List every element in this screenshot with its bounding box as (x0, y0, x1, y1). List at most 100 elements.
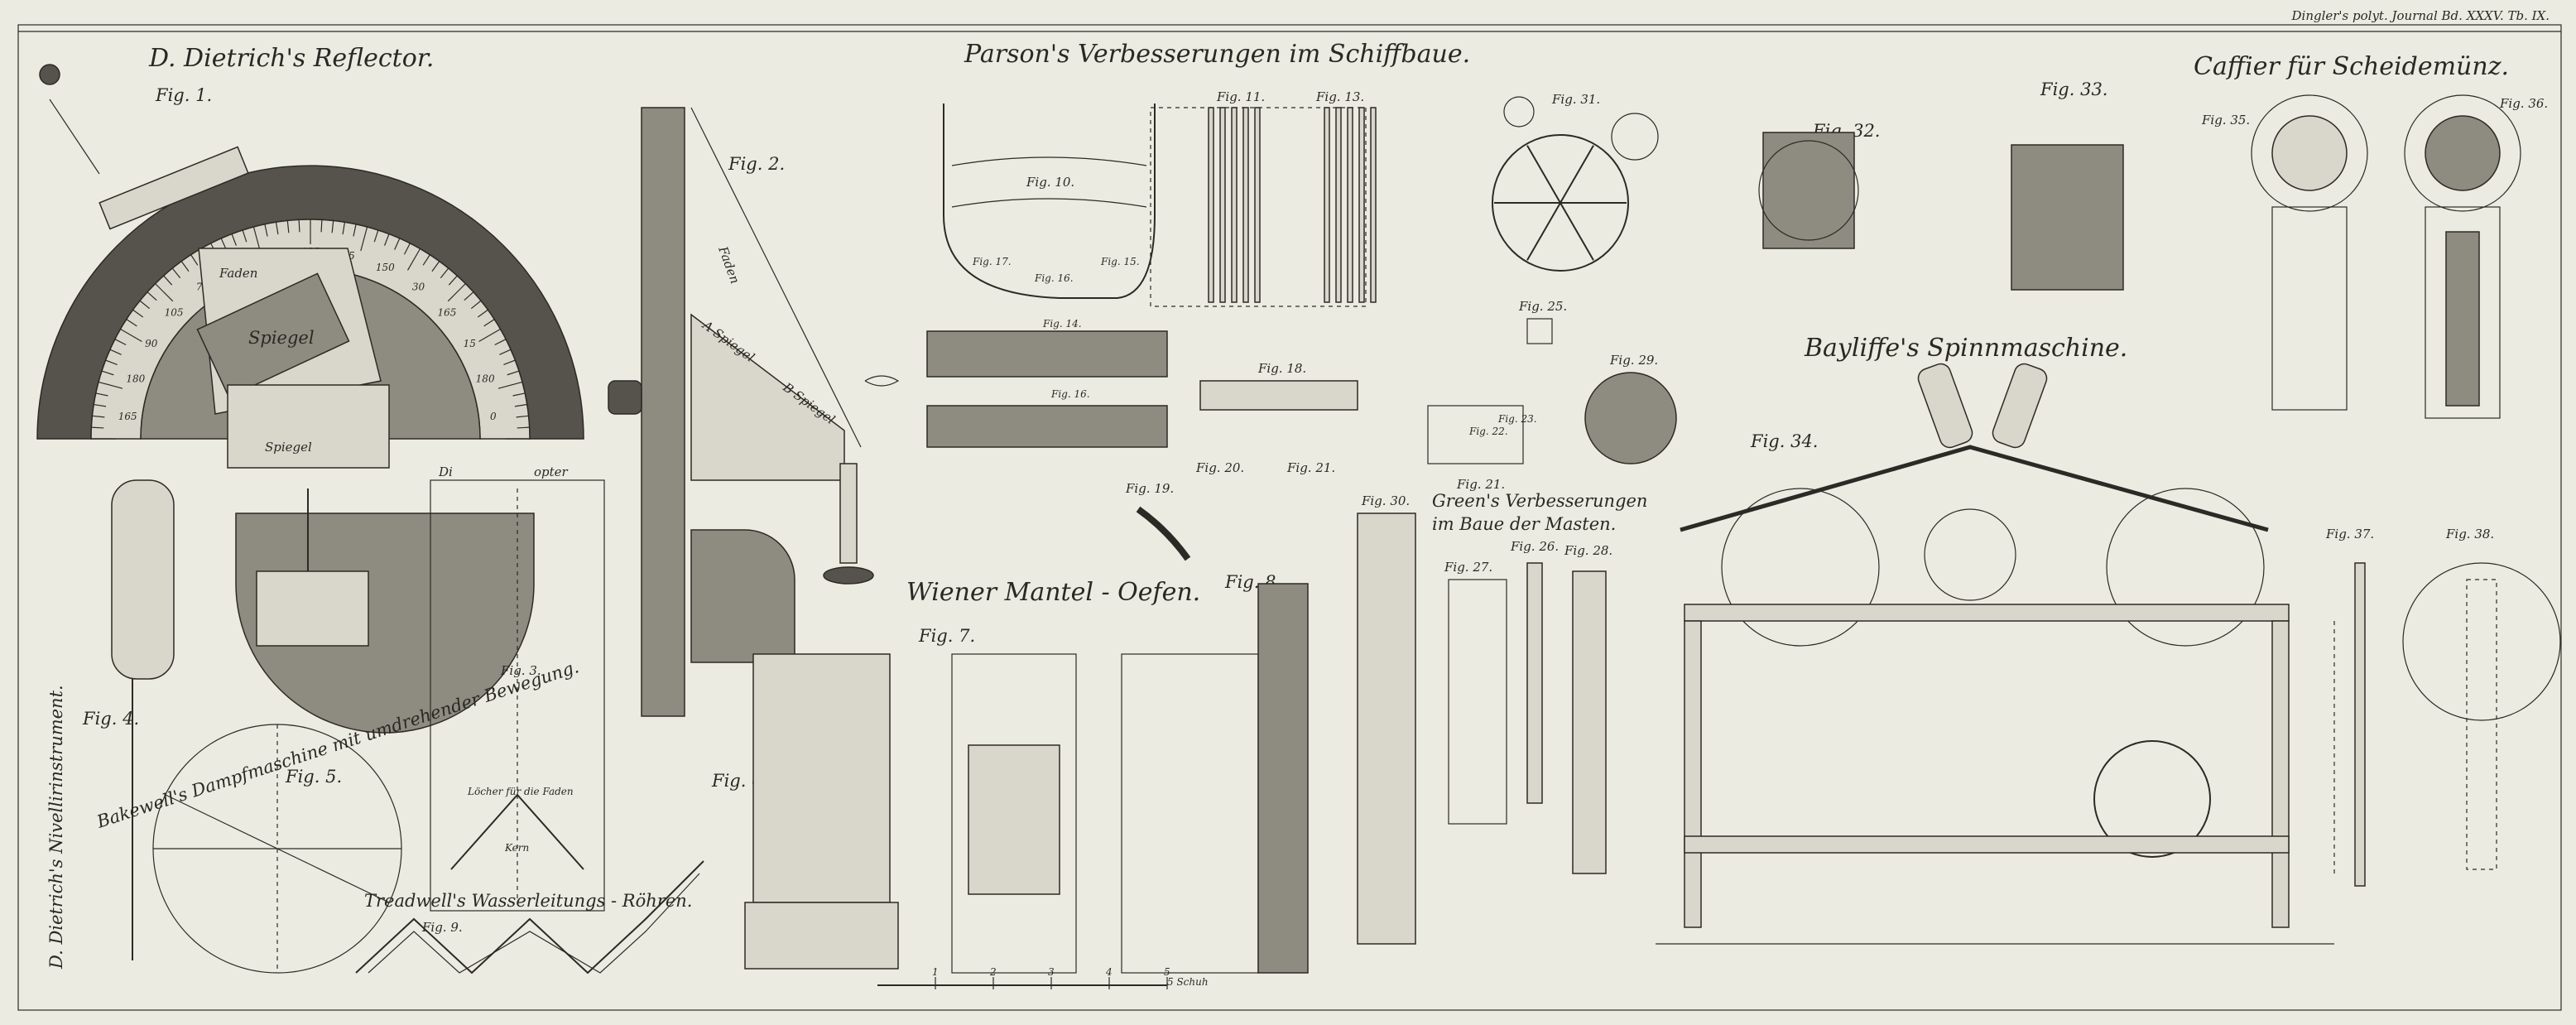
arc-tick (373, 229, 379, 243)
arc-number: 30 (412, 281, 425, 292)
label-locher: Löcher für die Faden (467, 786, 574, 797)
arc-tick (163, 275, 173, 286)
scale-tick-label: 1 (932, 966, 939, 978)
fig36-tube (2425, 206, 2501, 419)
arc-tick (147, 291, 157, 301)
label-fig7: Fig. 7. (918, 626, 975, 646)
bayliffe-base-beam (1684, 835, 2290, 854)
fig32-machine (1762, 132, 1855, 249)
label-fig21b: Fig. 21. (1456, 477, 1505, 492)
bayliffe-left-wheel (1721, 488, 1880, 647)
arc-tick (298, 219, 300, 233)
arc-tick (109, 349, 122, 355)
wheel-spoke (1560, 145, 1594, 204)
label-fig34: Fig. 34. (1750, 431, 1818, 451)
title-wiener: Wiener Mantel - Oefen. (906, 578, 1200, 607)
title-bayliffe: Bayliffe's Spinnmaschine. (1804, 334, 2127, 363)
label-fig15: Fig. 15. (1100, 256, 1140, 267)
hull-deck-2 (951, 198, 1147, 208)
label-fig16a: Fig. 16. (1034, 272, 1074, 284)
arc-tick (264, 224, 268, 237)
arc-tick (494, 339, 507, 346)
scale-tick-label: 5 (1164, 966, 1170, 978)
fig25-block (1526, 318, 1553, 344)
tree-sight-icon (39, 64, 60, 85)
label-diopter-right: opter (534, 464, 569, 479)
label-faden-1: Faden (219, 266, 257, 281)
arc-tick (477, 309, 488, 318)
arc-tick (516, 415, 529, 418)
label-fig14: Fig. 14. (1042, 318, 1082, 330)
wheel-spoke (1526, 145, 1561, 204)
frame-rib (1370, 107, 1377, 303)
arc-number: 165 (118, 411, 137, 422)
label-fig1: Fig. 1. (155, 85, 212, 105)
title-dietrich-level: D. Dietrich's Nivellirinstrument. (46, 685, 66, 970)
arc-tick (331, 220, 334, 233)
label-fig9: Fig. 9. (421, 920, 463, 935)
frame-ribs (1208, 107, 1377, 303)
arc-tick (105, 359, 118, 365)
mast-fig27 (1448, 579, 1507, 825)
arc-number: 180 (126, 373, 145, 384)
frame-rib (1347, 107, 1353, 303)
fig38-guide (2466, 579, 2497, 870)
fig2-bracket (690, 529, 795, 663)
fig36-dial (2404, 94, 2521, 212)
label-fig27: Fig. 27. (1444, 560, 1492, 575)
arc-tick (342, 222, 346, 235)
arc-tick (470, 300, 482, 310)
bayliffe-flywheel (2093, 740, 2211, 858)
arc-tick (394, 238, 401, 250)
arc-tick (242, 229, 248, 243)
arc-number: 180 (476, 373, 495, 384)
label-fig20: Fig. 20. (1195, 460, 1244, 475)
arc-tick (98, 381, 123, 389)
label-spiegel-b: Spiegel (265, 440, 312, 455)
frame-rib (1358, 107, 1365, 303)
arc-tick (403, 243, 411, 255)
oven-fig7 (951, 653, 1077, 974)
title-green-2: im Baue der Masten. (1432, 514, 1616, 534)
journal-reference: Dingler's polyt. Journal Bd. XXXV. Tb. I… (2291, 8, 2550, 23)
label-fig37: Fig. 37. (2325, 527, 2374, 541)
fig9-treadwell: Treadwell's Wasserleitungs - Röhren. Fig… (355, 860, 704, 974)
arc-tick (514, 403, 527, 407)
label-fig4: Fig. 4. (82, 709, 139, 729)
base-plate-d (256, 570, 369, 647)
arc-tick (431, 261, 440, 272)
frame-rib (1231, 107, 1238, 303)
oven-fig6 (752, 653, 891, 903)
label-spiegel-a: Spiegel (248, 328, 315, 348)
bayliffe-right-wheel (2106, 488, 2265, 647)
bakewell-chord (165, 794, 390, 903)
arc-number: 165 (438, 306, 457, 318)
fig4-level: D. Dietrich's Nivellirinstrument. Fig. 4… (46, 479, 175, 970)
fig31-pinion (1503, 96, 1535, 128)
arc-tick (440, 267, 449, 279)
bayliffe-left-leg (1684, 620, 1702, 928)
green-masts: Green's Verbesserungen im Baue der Maste… (1357, 405, 1647, 945)
bayliffe-center-wheel (1924, 508, 2016, 601)
label-fig17: Fig. 17. (972, 256, 1012, 267)
arc-tick (120, 328, 142, 343)
hull-section (943, 103, 1156, 299)
fig37-rod (2354, 562, 2366, 887)
label-fig10: Fig. 10. (1026, 175, 1074, 190)
fig35-dial (2251, 94, 2368, 212)
fig3-frame (430, 479, 605, 912)
bayliffe-right-leg (2271, 620, 2290, 928)
fig35-tube (2271, 206, 2348, 411)
fig35-dial-inner (2271, 115, 2348, 191)
arc-tick (320, 219, 323, 233)
treadwell-zigzag-outer (355, 860, 704, 974)
arc-tick (114, 339, 127, 346)
fig31-small-wheel (1611, 113, 1659, 161)
label-fig38: Fig. 38. (2445, 527, 2494, 541)
mast-fig28 (1572, 570, 1607, 874)
arc-tick (507, 370, 520, 376)
bayliffe-spinning-machine: Bayliffe's Spinnmaschine. Fig. 34. (1656, 334, 2334, 945)
label-fig18: Fig. 18. (1257, 361, 1306, 376)
